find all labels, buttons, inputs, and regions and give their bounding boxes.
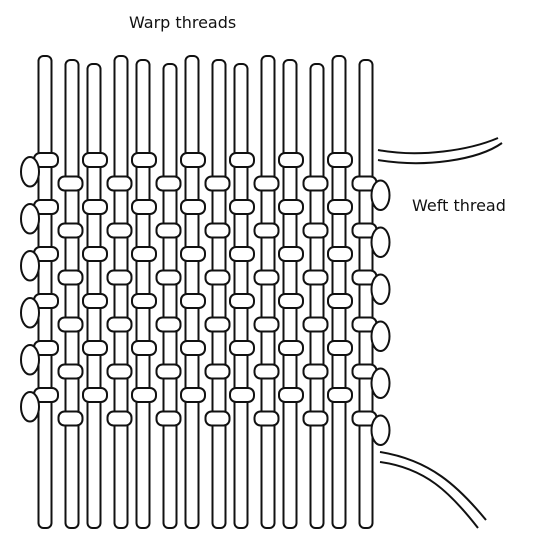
weft-crossing bbox=[132, 247, 156, 261]
weft-crossing bbox=[108, 318, 132, 332]
warp-thread bbox=[262, 56, 275, 528]
warp-threads bbox=[39, 56, 373, 528]
weft-crossing bbox=[255, 365, 279, 379]
weft-crossing bbox=[328, 294, 352, 308]
weft-crossing bbox=[328, 341, 352, 355]
weft-crossing bbox=[255, 412, 279, 426]
warp-thread bbox=[115, 56, 128, 528]
weft-crossing bbox=[328, 247, 352, 261]
weft-loop bbox=[21, 204, 39, 234]
weft-crossing bbox=[328, 200, 352, 214]
warp-thread bbox=[39, 56, 52, 528]
weft-crossing bbox=[230, 294, 254, 308]
weft-crossing bbox=[279, 341, 303, 355]
weft-crossing bbox=[83, 388, 107, 402]
weft-loop bbox=[372, 416, 390, 446]
weft-crossing bbox=[279, 388, 303, 402]
weft-crossing bbox=[255, 271, 279, 285]
weft-crossing bbox=[59, 365, 83, 379]
weft-loop bbox=[21, 251, 39, 281]
weft-crossing bbox=[206, 224, 230, 238]
weft-crossing bbox=[230, 341, 254, 355]
weft-crossing bbox=[83, 200, 107, 214]
weft-loop bbox=[372, 275, 390, 305]
weft-loop bbox=[372, 228, 390, 258]
weft-crossing bbox=[108, 412, 132, 426]
weft-crossing bbox=[255, 224, 279, 238]
weft-crossing bbox=[83, 153, 107, 167]
weft-loop bbox=[21, 392, 39, 422]
weft-crossing bbox=[157, 224, 181, 238]
warp-thread bbox=[213, 60, 226, 528]
weft-loop bbox=[21, 345, 39, 375]
weft-crossing bbox=[181, 388, 205, 402]
weft-crossing bbox=[279, 294, 303, 308]
weft-crossing bbox=[304, 224, 328, 238]
weft-crossing bbox=[132, 200, 156, 214]
weft-crossing bbox=[206, 365, 230, 379]
warp-thread bbox=[333, 56, 346, 528]
weft-crossing bbox=[108, 177, 132, 191]
weft-loop bbox=[372, 369, 390, 399]
weft-crossing bbox=[230, 247, 254, 261]
weft-crossing bbox=[108, 365, 132, 379]
weft-crossing bbox=[181, 294, 205, 308]
weft-crossing bbox=[132, 341, 156, 355]
weft-crossing bbox=[59, 318, 83, 332]
weft-crossing bbox=[255, 318, 279, 332]
weft-crossing bbox=[279, 153, 303, 167]
weft-loop bbox=[372, 181, 390, 211]
weft-crossing bbox=[304, 365, 328, 379]
weft-crossing bbox=[304, 412, 328, 426]
weft-crossing bbox=[157, 365, 181, 379]
warp-thread bbox=[66, 60, 79, 528]
weft-crossing bbox=[304, 177, 328, 191]
weft-crossing bbox=[181, 341, 205, 355]
weft-loop bbox=[21, 157, 39, 187]
weft-crossing bbox=[108, 224, 132, 238]
weft-tail-top bbox=[378, 138, 498, 153]
weft-crossing bbox=[255, 177, 279, 191]
weft-crossing bbox=[206, 271, 230, 285]
warp-thread bbox=[360, 60, 373, 528]
weft-crossing bbox=[132, 294, 156, 308]
warp-thread bbox=[164, 64, 177, 528]
weft-crossing bbox=[59, 271, 83, 285]
weft-crossing bbox=[83, 341, 107, 355]
weft-tail-bottom bbox=[380, 452, 486, 520]
weft-crossing bbox=[206, 412, 230, 426]
weft-crossing bbox=[279, 247, 303, 261]
weft-crossing bbox=[59, 224, 83, 238]
warp-thread bbox=[186, 56, 199, 528]
weft-loop bbox=[21, 298, 39, 328]
weft-crossing bbox=[230, 153, 254, 167]
weft-loop bbox=[372, 322, 390, 352]
weft-crossing bbox=[328, 153, 352, 167]
weft-crossing bbox=[181, 247, 205, 261]
weft-crossing bbox=[304, 271, 328, 285]
weft-crossing bbox=[108, 271, 132, 285]
weft-crossing bbox=[83, 247, 107, 261]
weft-crossing bbox=[206, 318, 230, 332]
weft-crossing bbox=[181, 153, 205, 167]
weft-crossing bbox=[59, 177, 83, 191]
weft-crossing bbox=[132, 388, 156, 402]
weft-crossing bbox=[230, 200, 254, 214]
weft-crossing bbox=[59, 412, 83, 426]
weft-crossing bbox=[328, 388, 352, 402]
warp-thread bbox=[311, 64, 324, 528]
weft-thread-tails bbox=[378, 138, 502, 528]
weft-crossing bbox=[181, 200, 205, 214]
weft-crossing bbox=[157, 412, 181, 426]
weft-crossing bbox=[83, 294, 107, 308]
weft-crossing bbox=[157, 177, 181, 191]
weft-crossing bbox=[157, 271, 181, 285]
weft-crossing bbox=[230, 388, 254, 402]
weft-crossing bbox=[157, 318, 181, 332]
weft-crossing bbox=[279, 200, 303, 214]
weft-crossing bbox=[132, 153, 156, 167]
weft-crossing bbox=[304, 318, 328, 332]
weft-crossing bbox=[206, 177, 230, 191]
